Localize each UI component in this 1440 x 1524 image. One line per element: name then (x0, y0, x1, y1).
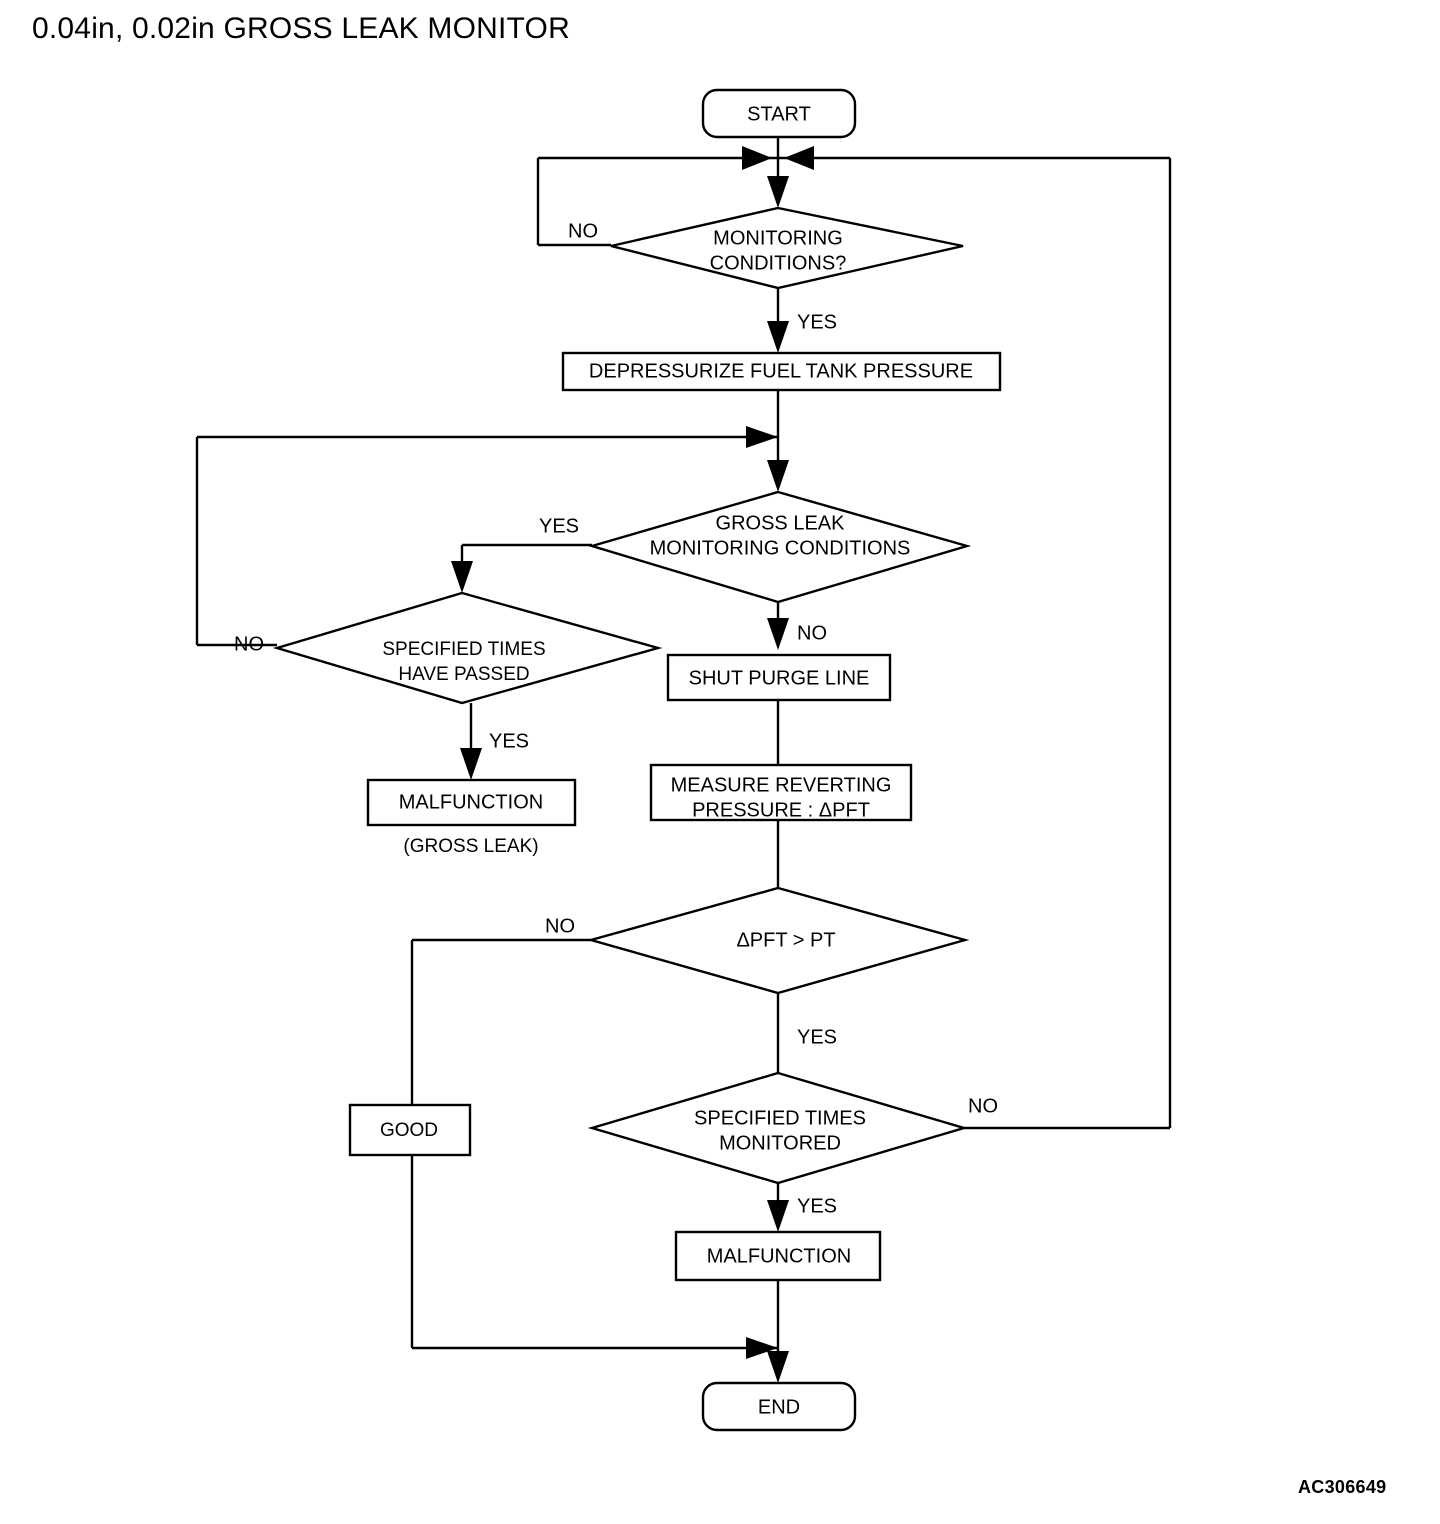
good-shape (348, 1103, 472, 1157)
edge-label-monitoring-no: NO (568, 220, 598, 242)
malfunction-gross-sublabel: (GROSS LEAK) (403, 836, 538, 857)
end-shape (701, 1381, 857, 1432)
arrowhead-to-monitoring (767, 176, 789, 208)
arrowhead-to-shutpurge (767, 618, 789, 650)
monitoring-conditions-shape (610, 206, 964, 290)
gross-leak-conditions-line1: GROSS LEAK (716, 512, 846, 534)
measure-reverting-line1: MEASURE REVERTING (671, 774, 892, 796)
connectors (195, 137, 1172, 1383)
start-label: START (747, 103, 811, 125)
node-start[interactable]: START (701, 88, 857, 139)
good-label: GOOD (380, 1120, 438, 1141)
specified-times-passed-line1: SPECIFIED TIMES (382, 639, 545, 660)
arrowhead-to-malfunction (767, 1200, 789, 1232)
arrowhead-second-merge (746, 426, 778, 448)
specified-times-passed-line2: HAVE PASSED (398, 664, 529, 685)
malfunction-gross-label: MALFUNCTION (399, 791, 543, 813)
shut-purge-line-shape (666, 653, 892, 702)
arrowhead-bottom-merge (746, 1337, 778, 1359)
specified-times-monitored-line2: MONITORED (719, 1132, 841, 1154)
malfunction-gross-shape (366, 778, 577, 827)
edge-label-monitoring-yes: YES (797, 311, 837, 333)
arrowhead-to-end (767, 1351, 789, 1383)
specified-times-monitored-shape (587, 1071, 969, 1185)
edge-label-times-mon-yes: YES (797, 1195, 837, 1217)
arrowhead-to-depressurize (767, 321, 789, 353)
reference-code: AC306649 (1298, 1477, 1387, 1497)
node-gross-leak-conditions[interactable]: GROSS LEAK MONITORING CONDITIONS (587, 490, 972, 604)
page-title: 0.04in, 0.02in GROSS LEAK MONITOR (32, 12, 570, 45)
arrowhead-to-malfunction-gross (460, 748, 482, 780)
node-malfunction[interactable]: MALFUNCTION (674, 1230, 882, 1282)
arrowhead-to-grossleak (767, 460, 789, 492)
depressurize-label: DEPRESSURIZE FUEL TANK PRESSURE (589, 360, 973, 382)
monitoring-conditions-line1: MONITORING (713, 227, 843, 249)
specified-times-passed-shape (272, 591, 663, 705)
edge-label-pft-no: NO (545, 915, 575, 937)
arrowhead-to-specified-passed (451, 561, 473, 593)
malfunction-shape (674, 1230, 882, 1282)
specified-times-monitored-line1: SPECIFIED TIMES (694, 1107, 866, 1129)
node-end[interactable]: END (701, 1381, 857, 1432)
start-shape (701, 88, 857, 139)
node-pft-compare[interactable]: ΔPFT > PT (586, 886, 970, 995)
arrowhead-merge-from-left (742, 146, 772, 170)
gross-leak-conditions-line2: MONITORING CONDITIONS (650, 537, 911, 559)
depressurize-shape (561, 351, 1002, 392)
edge-label-times-mon-no: NO (968, 1095, 998, 1117)
node-monitoring-conditions[interactable]: MONITORING CONDITIONS? (610, 206, 964, 290)
node-measure-reverting[interactable]: MEASURE REVERTING PRESSURE : ΔPFT (649, 763, 913, 822)
edge-label-pft-yes: YES (797, 1026, 837, 1048)
edge-label-specified-passed-no: NO (234, 633, 264, 655)
node-malfunction-gross[interactable]: MALFUNCTION (366, 778, 577, 827)
edge-label-specified-passed-yes: YES (489, 730, 529, 752)
pft-compare-shape (586, 886, 970, 995)
gross-leak-conditions-shape (587, 490, 972, 604)
node-good[interactable]: GOOD (348, 1103, 472, 1157)
node-depressurize[interactable]: DEPRESSURIZE FUEL TANK PRESSURE (561, 351, 1002, 392)
pft-compare-label: ΔPFT > PT (736, 929, 835, 951)
node-specified-times-passed[interactable]: SPECIFIED TIMES HAVE PASSED (272, 591, 663, 705)
measure-reverting-shape (649, 763, 913, 822)
measure-reverting-line2: PRESSURE : ΔPFT (692, 799, 870, 821)
node-shut-purge-line[interactable]: SHUT PURGE LINE (666, 653, 892, 702)
edge-label-gross-yes: YES (539, 515, 579, 537)
monitoring-conditions-line2: CONDITIONS? (710, 252, 847, 274)
malfunction-label: MALFUNCTION (707, 1245, 851, 1267)
end-label: END (758, 1396, 800, 1418)
node-specified-times-monitored[interactable]: SPECIFIED TIMES MONITORED (587, 1071, 969, 1185)
edge-label-gross-no: NO (797, 622, 827, 644)
shut-purge-line-label: SHUT PURGE LINE (689, 667, 870, 689)
arrowhead-merge-from-right (784, 146, 814, 170)
